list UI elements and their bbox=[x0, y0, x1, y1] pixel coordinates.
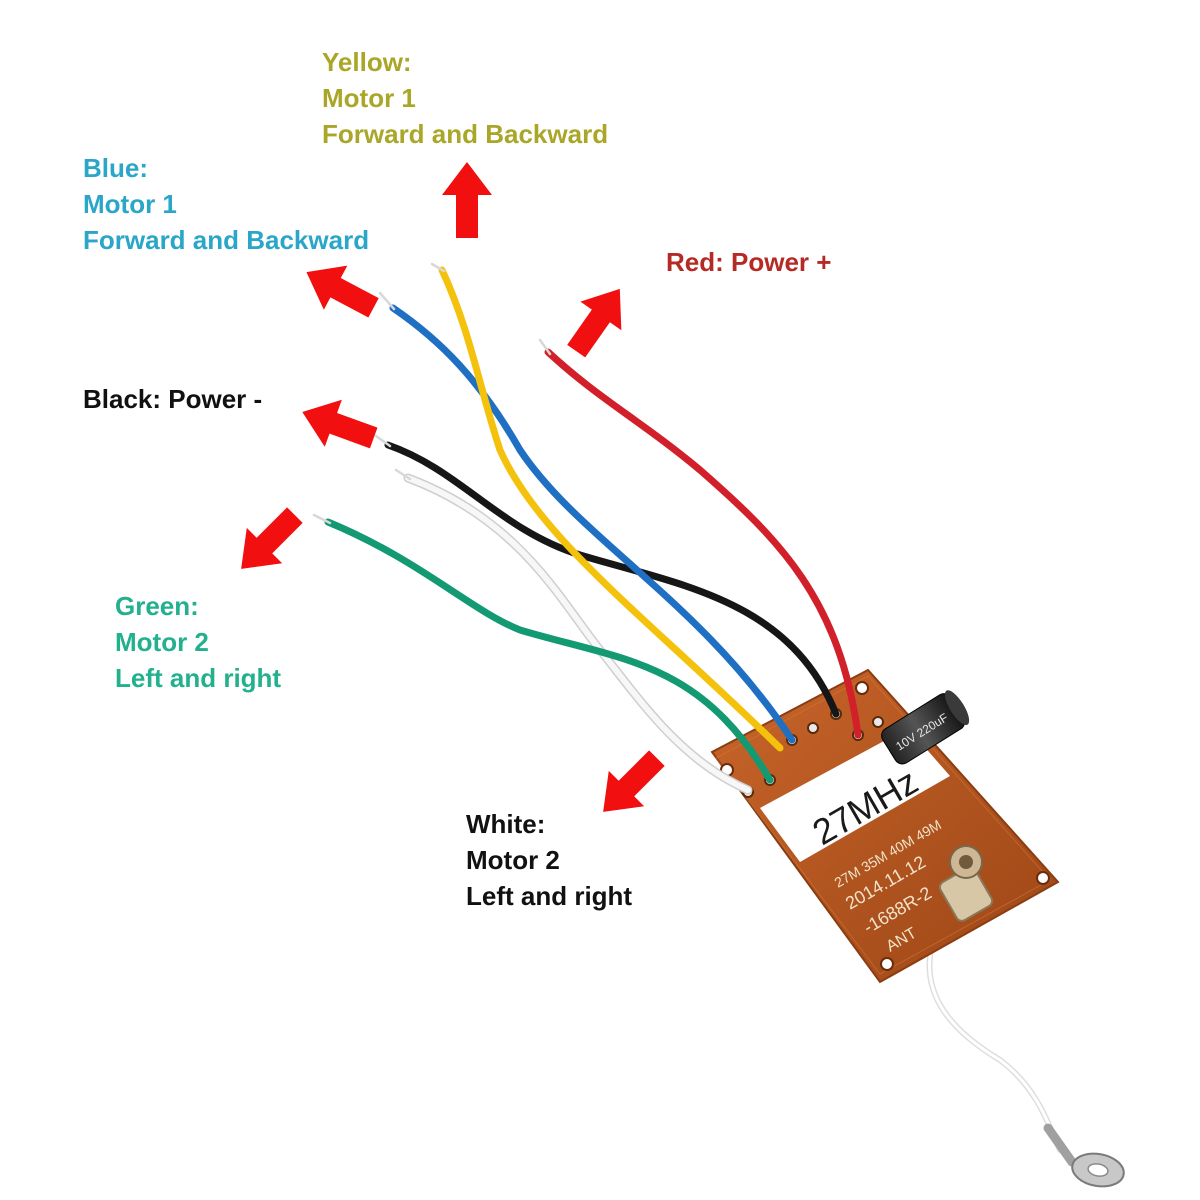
yellow-wire bbox=[438, 266, 784, 752]
label-yellow-line-3: Forward and Backward bbox=[322, 119, 609, 149]
white-wire bbox=[403, 473, 753, 795]
arrow-blue bbox=[306, 265, 379, 318]
label-black-line-1: Black: Power - bbox=[83, 384, 263, 414]
mounting-hole bbox=[855, 681, 869, 695]
label-white-wire: White: Motor 2 Left and right bbox=[466, 806, 632, 914]
arrow-green bbox=[241, 507, 303, 569]
arrow-white bbox=[603, 750, 665, 812]
mounting-hole bbox=[880, 957, 894, 971]
arrow-black bbox=[302, 399, 378, 449]
blue-wire bbox=[389, 304, 796, 744]
label-white-line-2: Motor 2 bbox=[466, 845, 560, 875]
label-white-line-3: Left and right bbox=[466, 881, 633, 911]
label-red-wire: Red: Power + bbox=[666, 244, 831, 280]
antenna-crimp bbox=[1043, 1123, 1077, 1167]
label-green-line-2: Motor 2 bbox=[115, 627, 209, 657]
pcb-board: 27MHz 27M 35M 40M 49M 2014.11.12 -1688R-… bbox=[710, 668, 1060, 984]
label-yellow-wire: Yellow: Motor 1 Forward and Backward bbox=[322, 44, 608, 152]
capacitor: 10V 220uF bbox=[881, 690, 970, 765]
green-wire bbox=[324, 518, 774, 784]
label-red-line-1: Red: Power + bbox=[666, 247, 832, 277]
label-black-wire: Black: Power - bbox=[83, 381, 262, 417]
label-green-line-1: Green: bbox=[115, 591, 199, 621]
wires bbox=[312, 262, 862, 795]
label-yellow-line-1: Yellow: bbox=[322, 47, 412, 77]
black-wire bbox=[384, 441, 840, 718]
arrows bbox=[241, 162, 665, 812]
arrow-yellow bbox=[442, 162, 492, 238]
label-blue-wire: Blue: Motor 1 Forward and Backward bbox=[83, 150, 369, 258]
label-blue-line-3: Forward and Backward bbox=[83, 225, 370, 255]
label-green-wire: Green: Motor 2 Left and right bbox=[115, 588, 281, 696]
arrow-red bbox=[567, 288, 622, 358]
label-green-line-3: Left and right bbox=[115, 663, 282, 693]
label-blue-line-1: Blue: bbox=[83, 153, 148, 183]
label-blue-line-2: Motor 1 bbox=[83, 189, 177, 219]
stripped-wire-tips bbox=[312, 262, 552, 525]
label-white-line-1: White: bbox=[466, 809, 546, 839]
red-wire bbox=[544, 348, 862, 739]
mounting-hole bbox=[1036, 871, 1050, 885]
inductor-coil bbox=[938, 845, 994, 922]
label-yellow-line-2: Motor 1 bbox=[322, 83, 416, 113]
ring-terminal bbox=[1071, 1152, 1125, 1188]
